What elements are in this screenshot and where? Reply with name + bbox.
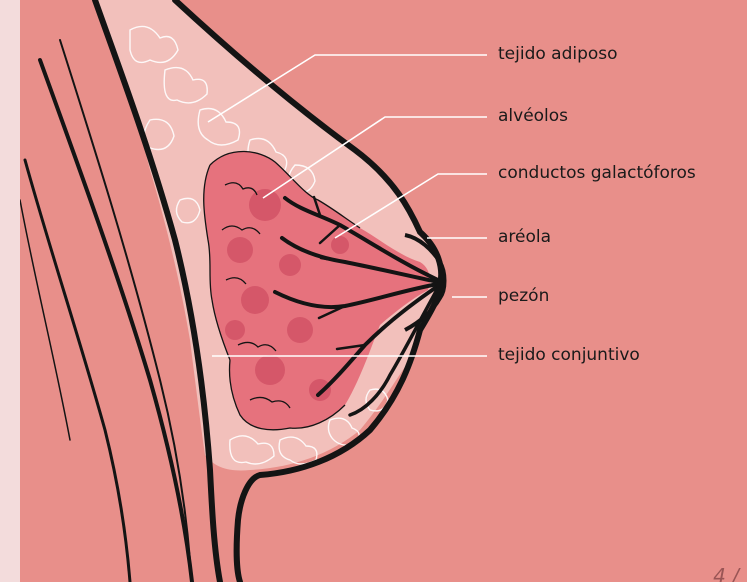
label-adipose-tissue: tejido adiposo bbox=[498, 44, 618, 64]
label-alveoli: alvéolos bbox=[498, 106, 568, 126]
label-milk-ducts: conductos galactóforos bbox=[498, 163, 696, 183]
label-areola: aréola bbox=[498, 227, 551, 247]
label-nipple: pezón bbox=[498, 286, 549, 306]
page-margin bbox=[0, 0, 20, 582]
page-number: 4 / bbox=[713, 564, 739, 582]
label-connective-tissue: tejido conjuntivo bbox=[498, 345, 640, 365]
